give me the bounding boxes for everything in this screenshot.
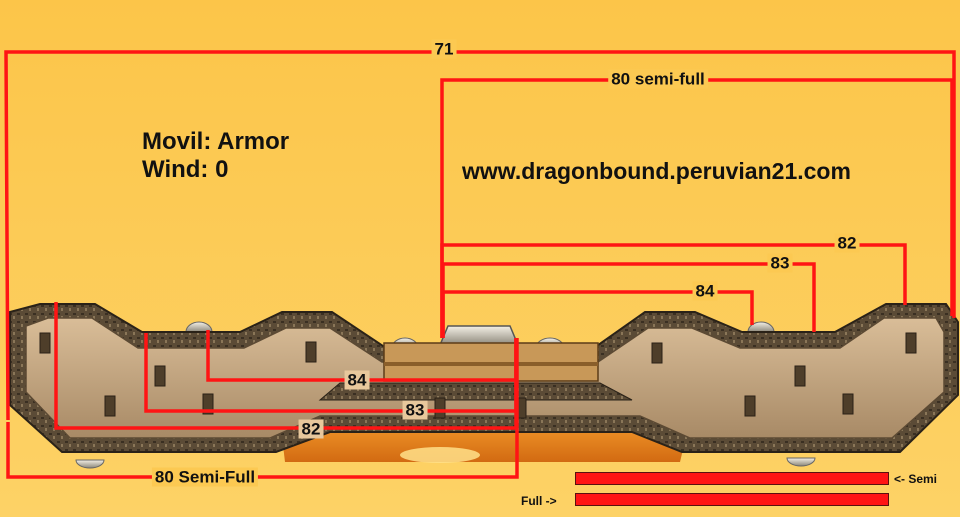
terrain-rivets: [39, 332, 917, 419]
full-power-bar: [575, 493, 889, 506]
center-deck: [318, 342, 633, 401]
full-bar-label: Full ->: [521, 494, 557, 508]
trajectory-71: [4, 50, 956, 421]
mobile-label: Movil: Armor: [142, 128, 290, 155]
label-84-top: 84: [692, 281, 718, 301]
label-80-semi-full-top: 80 semi-full: [608, 69, 708, 89]
semi-power-bar: [575, 472, 889, 485]
label-82-bottom: 82: [298, 419, 324, 439]
label-80-semi-full-bottom: 80 Semi-Full: [151, 467, 259, 487]
website-label: www.dragonbound.peruvian21.com: [462, 158, 851, 184]
wind-label: Wind: 0: [142, 156, 229, 183]
label-84-bottom: 84: [344, 370, 370, 390]
label-82-top: 82: [834, 233, 860, 253]
center-dome: [438, 325, 520, 346]
label-71: 71: [431, 39, 457, 59]
semi-bar-label: <- Semi: [894, 472, 938, 486]
label-83-top: 83: [767, 253, 793, 273]
trajectory-84-top: [441, 290, 754, 338]
trajectory-80-bottom: [6, 338, 519, 479]
label-83-bottom: 83: [402, 400, 428, 420]
